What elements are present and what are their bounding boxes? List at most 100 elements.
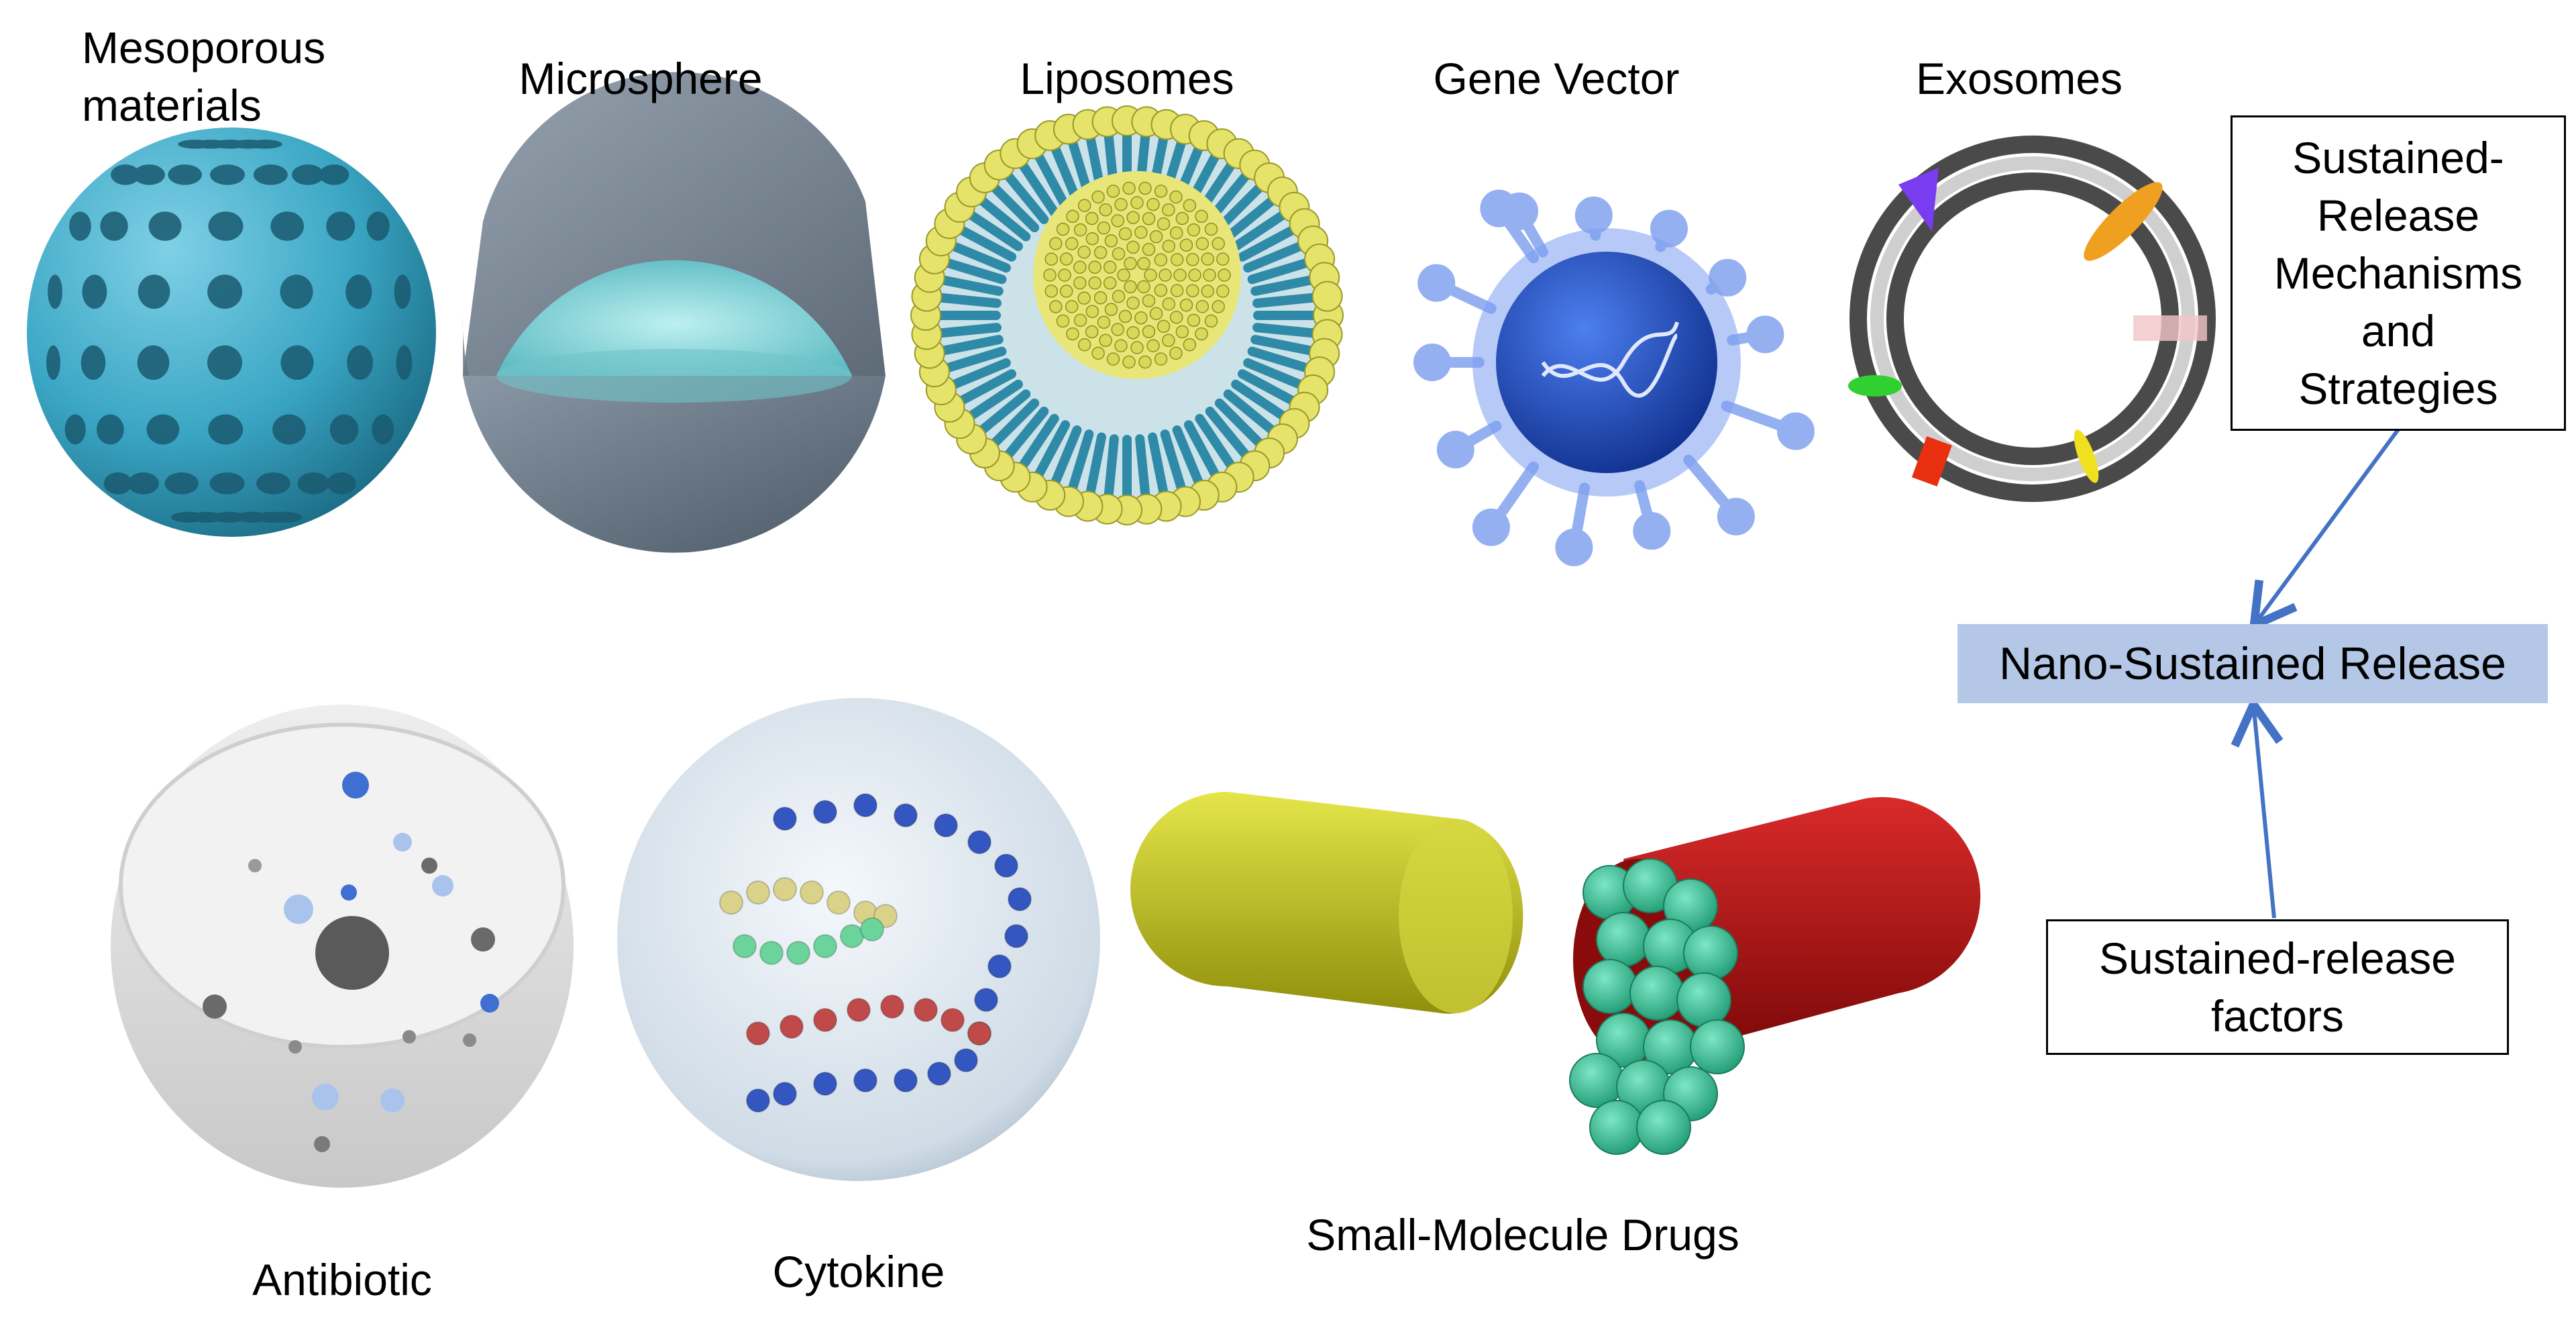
pore [394,274,411,309]
pore [292,164,324,185]
label-mesoporous-line1: Mesoporous [82,23,326,72]
inner-lipid-head [1118,227,1132,241]
inner-lipid-head [1142,212,1156,225]
pore [138,274,170,309]
inner-lipid-head [1188,268,1201,282]
drug-granule [1683,925,1738,980]
pore [270,211,305,241]
inner-lipid-head [1169,311,1183,324]
pore [80,345,106,380]
vector-spike-tip [1555,528,1593,566]
pore [366,211,390,241]
particle [463,1033,476,1047]
vector-spike-tip [1633,512,1671,550]
protein-bead [974,988,998,1012]
inner-lipid-head [1218,268,1231,282]
inner-lipid-head [1170,284,1184,297]
vector-spike-tip [1436,431,1474,468]
protein-bead [967,830,991,854]
label-liposomes: Liposomes [1020,54,1234,103]
antibiotic-illustration [111,705,574,1188]
particle [471,927,495,952]
mechanisms-line-2: Release [2316,191,2480,240]
inner-lipid-head [1126,211,1140,224]
protein-bead [786,941,810,965]
protein-bead [826,890,851,915]
protein-bead [773,1082,797,1106]
vector-spike-tip [1472,508,1510,546]
inner-lipid-head [1112,289,1126,303]
inner-lipid-head [1066,209,1079,223]
protein-bead [880,994,904,1019]
inner-lipid-head [1073,260,1087,274]
pore [97,414,124,445]
inner-lipid-head [1091,190,1105,204]
mechanisms-line-5: Strategies [2298,364,2498,413]
pore [133,164,165,185]
inner-lipid-head [1049,237,1063,250]
particle [341,884,357,901]
protein-bead [773,877,797,901]
inner-lipid-head [1212,300,1225,313]
inner-lipid-head [1137,256,1150,270]
inner-lipid-head [1169,226,1183,240]
drug-granule [1690,1019,1745,1074]
inner-lipid-head [1159,268,1172,282]
inner-lipid-head [1106,352,1120,366]
inner-lipid-head [1187,313,1201,327]
mechanisms-line-1: Sustained- [2292,133,2504,183]
inner-lipid-head [1195,327,1208,341]
inner-lipid-head [1114,197,1128,211]
microsphere-illustration [449,72,892,570]
inner-lipid-head [1059,285,1073,298]
exosome-illustration [1848,136,2216,502]
inner-lipid-head [1103,276,1117,290]
inner-lipid-head [1049,300,1063,313]
inner-lipid-head [1058,268,1071,282]
inner-lipid-head [1097,221,1111,235]
inner-lipid-head [1154,352,1168,366]
protein-bead [1008,887,1032,911]
inner-lipid-head [1114,339,1128,353]
inner-lipid-head [1085,232,1099,246]
inner-lipid-head [1093,246,1108,260]
inner-lipid-head [1066,327,1079,341]
inner-lipid-head [1138,181,1152,195]
pore [207,274,243,309]
drug-granule [1569,1053,1624,1108]
vector-spike-tip [1480,189,1518,227]
label-antibiotic: Antibiotic [252,1255,432,1305]
inner-lipid-head [1157,319,1171,334]
protein-bead [987,954,1012,978]
protein-bead [894,1068,918,1092]
pore [280,274,313,309]
protein-bead [719,890,743,915]
protein-bead [954,1048,978,1072]
factors-box: Sustained-release factors [2046,919,2509,1055]
pore [82,274,107,309]
factors-line-2: factors [2210,991,2345,1041]
pore [127,472,159,495]
protein-bead [813,934,837,958]
inner-lipid-head [1169,190,1183,204]
inner-lipid-head [1212,237,1225,250]
mechanisms-line-3: Mechanisms [2273,248,2523,298]
pore [209,472,245,495]
inner-lipid-head [1142,325,1156,338]
inner-lipid-head [1056,314,1070,328]
particle [342,772,369,799]
inner-lipid-head [1137,280,1150,294]
inner-lipid-head [1162,240,1176,253]
drug-granule [1636,1100,1691,1155]
mechanisms-box: Sustained- Release Mechanisms and Strate… [2231,115,2566,431]
inner-lipid-head [1154,253,1168,267]
inner-lipid-head [1044,285,1058,298]
inner-lipid-head [1195,209,1208,223]
protein-bead [994,854,1018,878]
inner-lipid-head [1073,313,1087,327]
particle [432,875,453,897]
pore [69,211,91,241]
inner-lipid-head [1186,253,1199,266]
label-exosomes: Exosomes [1915,54,2123,103]
inner-lipid-head [1142,243,1156,256]
